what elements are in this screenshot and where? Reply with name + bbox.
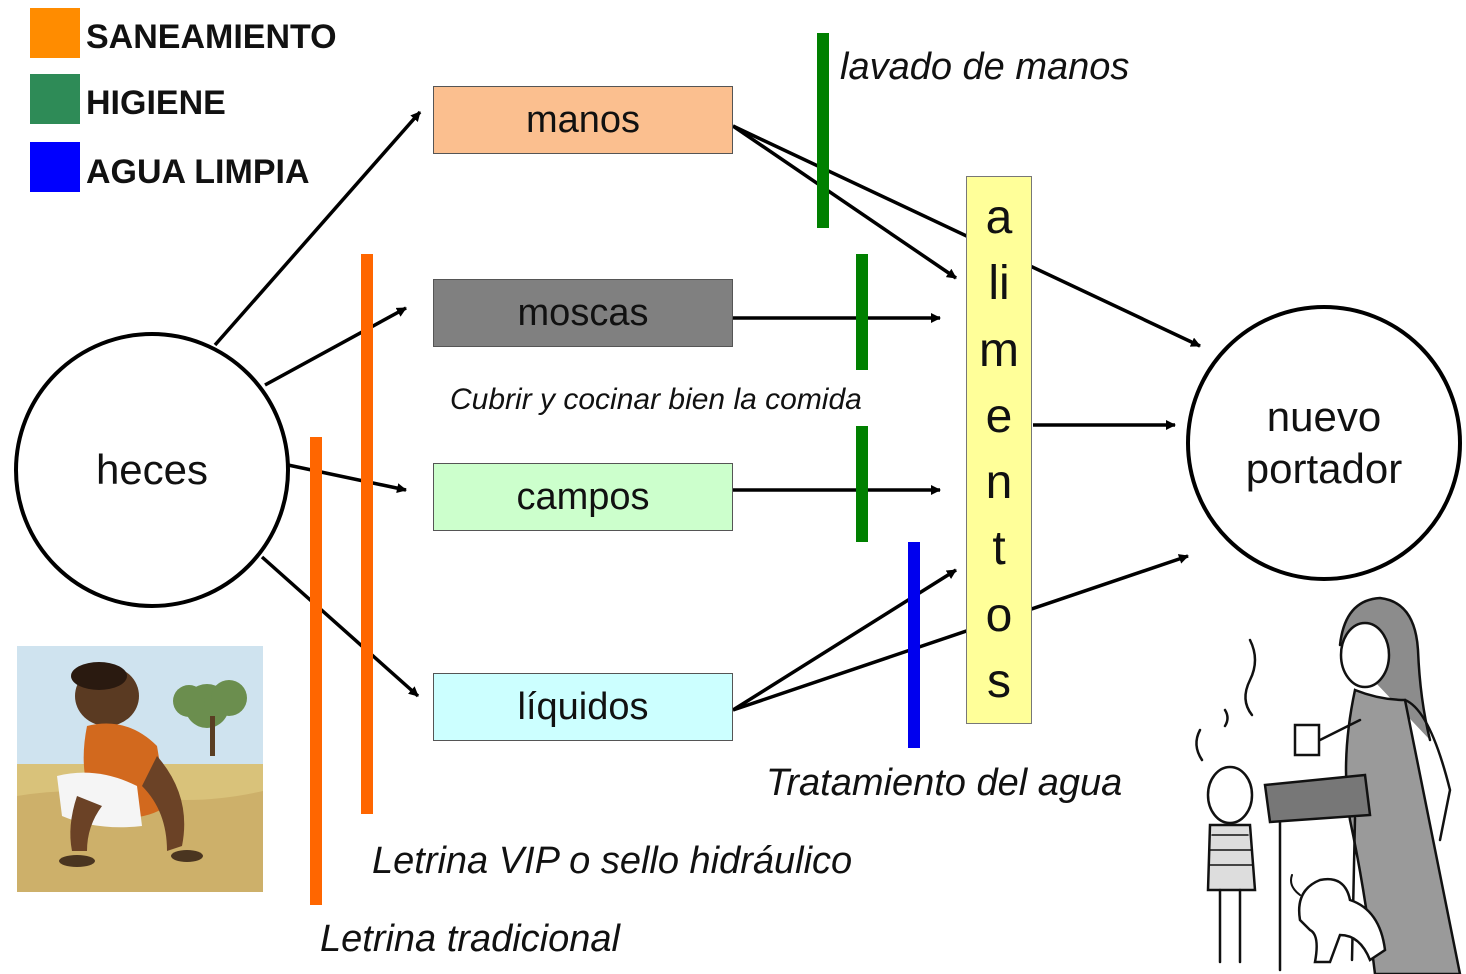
alimentos-letter: m: [979, 323, 1019, 377]
channel-moscas-label: moscas: [517, 291, 649, 334]
channel-manos-label: manos: [525, 98, 641, 141]
arrow-manos-alimentos: [732, 124, 957, 280]
arrow-heces-manos: [213, 110, 422, 347]
arrow-liquidos-portador: [732, 554, 1189, 712]
target-line-1: nuevo: [1266, 392, 1382, 440]
target-line-2: portador: [1245, 445, 1403, 492]
alimentos-letter: e: [985, 389, 1013, 443]
legend-swatch-higiene: [30, 74, 80, 124]
barrier-letrina-vip: [361, 254, 373, 814]
alimentos-letter: n: [985, 456, 1013, 510]
legend-label-agua-limpia: AGUA LIMPIA: [86, 153, 310, 191]
arrow-liquidos-alimentos: [732, 568, 957, 712]
heces-node: heces: [14, 332, 290, 608]
channel-moscas: moscas: [433, 279, 733, 347]
alimentos-letter: t: [992, 522, 1006, 576]
arrow-heces-liquidos: [260, 555, 420, 698]
legend-swatch-saneamiento: [30, 8, 80, 58]
alimentos-letter: s: [987, 654, 1011, 708]
alimentos-letter: li: [988, 257, 1010, 311]
channel-manos: manos: [433, 86, 733, 154]
barrier-letrina-tradicional: [310, 437, 322, 905]
channel-campos: campos: [433, 463, 733, 531]
legend-label-higiene: HIGIENE: [86, 84, 226, 122]
arrow-heces-moscas: [264, 306, 407, 387]
channel-liquidos-label: líquidos: [517, 685, 649, 728]
heces-label: heces: [95, 445, 209, 493]
caption-letrina-vip: Letrina VIP o sello hidráulico: [372, 840, 853, 882]
alimentos-letter: o: [985, 588, 1013, 642]
child-squatting-illustration: [17, 646, 263, 892]
barrier-campos-hygiene: [856, 426, 868, 542]
nuevo-portador-node: nuevo portador: [1186, 305, 1462, 581]
caption-cubrir-comida: Cubrir y cocinar bien la comida: [450, 383, 862, 416]
legend-swatch-agua-limpia: [30, 142, 80, 192]
barrier-moscas-hygiene: [856, 254, 868, 370]
arrow-heces-campos: [287, 463, 407, 494]
caption-tratamiento-agua: Tratamiento del agua: [766, 762, 1123, 804]
woman-child-dog-illustration: [1195, 596, 1462, 974]
caption-letrina-tradicional: Letrina tradicional: [320, 918, 620, 960]
channel-liquidos: líquidos: [433, 673, 733, 741]
barrier-tratamiento-agua: [908, 542, 920, 748]
channel-campos-label: campos: [516, 475, 650, 518]
caption-lavado-manos: lavado de manos: [840, 46, 1130, 88]
alimentos-letter: a: [985, 191, 1013, 245]
barrier-lavado-manos: [817, 33, 829, 228]
legend-label-saneamiento: SANEAMIENTO: [86, 18, 337, 56]
alimentos-box: a li m e n t o s: [966, 176, 1032, 724]
